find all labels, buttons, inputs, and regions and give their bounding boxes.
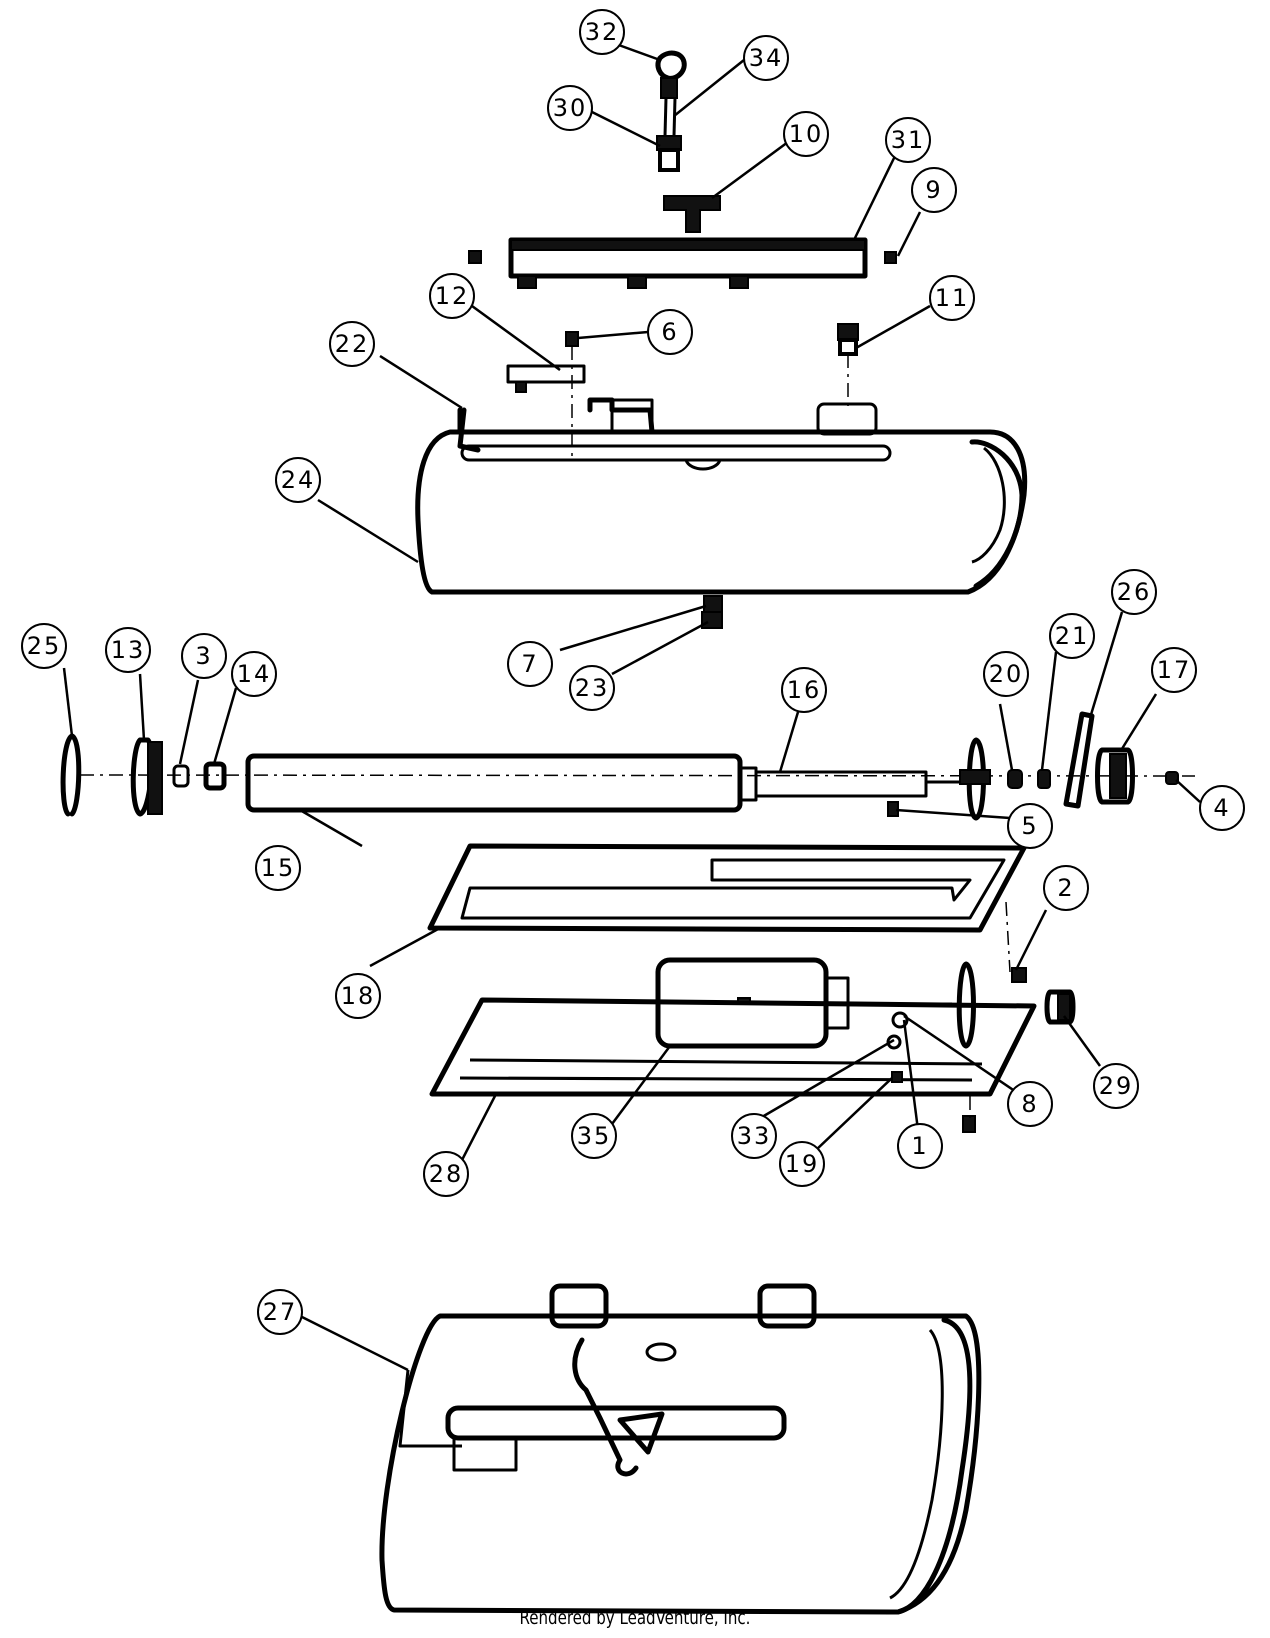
svg-text:13: 13 xyxy=(111,636,146,664)
hose-fitting-assembly xyxy=(655,50,687,172)
footer-credit: Rendered by LeadVenture, Inc. xyxy=(519,1607,751,1629)
svg-text:7: 7 xyxy=(521,650,538,678)
leader-lines xyxy=(62,42,1201,1372)
svg-text:21: 21 xyxy=(1055,622,1090,650)
callout-24: 24 xyxy=(275,457,321,503)
svg-text:25: 25 xyxy=(27,632,62,660)
svg-text:2: 2 xyxy=(1057,874,1074,902)
callout-8: 8 xyxy=(1007,1081,1053,1127)
callout-15: 15 xyxy=(255,845,301,891)
callout-10: 10 xyxy=(783,111,829,157)
plate-18 xyxy=(427,843,1027,973)
callout-34: 34 xyxy=(743,35,789,81)
rail-31 xyxy=(468,237,897,289)
svg-text:28: 28 xyxy=(429,1160,464,1188)
callout-31: 31 xyxy=(885,117,931,163)
svg-text:14: 14 xyxy=(237,660,272,688)
callout-3: 3 xyxy=(181,633,227,679)
fitting-7-23 xyxy=(701,595,723,629)
callout-35: 35 xyxy=(571,1113,617,1159)
svg-text:29: 29 xyxy=(1099,1072,1134,1100)
bracket-10 xyxy=(663,195,721,233)
callout-23: 23 xyxy=(569,665,615,711)
complete-housing-27 xyxy=(379,1283,982,1615)
svg-text:35: 35 xyxy=(577,1122,612,1150)
svg-text:22: 22 xyxy=(335,330,370,358)
svg-text:20: 20 xyxy=(989,660,1024,688)
callout-13: 13 xyxy=(105,627,151,673)
svg-text:33: 33 xyxy=(737,1122,772,1150)
callout-26: 26 xyxy=(1111,569,1157,615)
callout-4: 4 xyxy=(1199,785,1245,831)
svg-text:24: 24 xyxy=(281,466,316,494)
svg-text:3: 3 xyxy=(195,642,212,670)
upper-housing-24 xyxy=(415,397,1028,595)
svg-text:8: 8 xyxy=(1021,1090,1038,1118)
callout-32: 32 xyxy=(579,9,625,55)
callout-2: 2 xyxy=(1043,865,1089,911)
svg-text:15: 15 xyxy=(261,854,296,882)
svg-text:16: 16 xyxy=(787,676,822,704)
callout-18: 18 xyxy=(335,973,381,1019)
callout-7: 7 xyxy=(507,641,553,687)
callout-5: 5 xyxy=(1007,803,1053,849)
right-shaft-parts xyxy=(1007,711,1179,809)
callout-28: 28 xyxy=(423,1151,469,1197)
callout-9: 9 xyxy=(911,167,957,213)
svg-text:18: 18 xyxy=(341,982,376,1010)
callout-1: 1 xyxy=(897,1123,943,1169)
svg-text:19: 19 xyxy=(785,1150,820,1178)
svg-text:12: 12 xyxy=(435,282,470,310)
svg-text:17: 17 xyxy=(1157,656,1192,684)
svg-text:11: 11 xyxy=(935,284,970,312)
svg-text:34: 34 xyxy=(749,44,784,72)
left-shaft-parts xyxy=(60,733,227,817)
svg-text:26: 26 xyxy=(1117,578,1152,606)
callout-27: 27 xyxy=(257,1289,303,1335)
callout-19: 19 xyxy=(779,1141,825,1187)
callout-6: 6 xyxy=(647,309,693,355)
svg-text:9: 9 xyxy=(925,176,942,204)
callout-14: 14 xyxy=(231,651,277,697)
small-parts-upper xyxy=(506,323,859,458)
svg-text:32: 32 xyxy=(585,18,620,46)
callout-30: 30 xyxy=(547,85,593,131)
callout-bubbles: 32 34 30 10 31 9 12 6 11 22 24 26 25 13 … xyxy=(21,9,1245,1335)
svg-text:23: 23 xyxy=(575,674,610,702)
callout-29: 29 xyxy=(1093,1063,1139,1109)
svg-text:31: 31 xyxy=(891,126,926,154)
callout-25: 25 xyxy=(21,623,67,669)
svg-text:10: 10 xyxy=(789,120,824,148)
svg-text:1: 1 xyxy=(911,1132,928,1160)
callout-12: 12 xyxy=(429,273,475,319)
callout-11: 11 xyxy=(929,275,975,321)
base-28-motor-35 xyxy=(429,957,1076,1133)
callout-17: 17 xyxy=(1151,647,1197,693)
cylinder-15-16 xyxy=(245,737,991,821)
svg-text:30: 30 xyxy=(553,94,588,122)
callout-33: 33 xyxy=(731,1113,777,1159)
callout-20: 20 xyxy=(983,651,1029,697)
callout-22: 22 xyxy=(329,321,375,367)
svg-text:6: 6 xyxy=(661,318,678,346)
svg-text:5: 5 xyxy=(1021,812,1038,840)
callout-21: 21 xyxy=(1049,613,1095,659)
svg-text:4: 4 xyxy=(1213,794,1230,822)
callout-16: 16 xyxy=(781,667,827,713)
svg-text:27: 27 xyxy=(263,1298,298,1326)
